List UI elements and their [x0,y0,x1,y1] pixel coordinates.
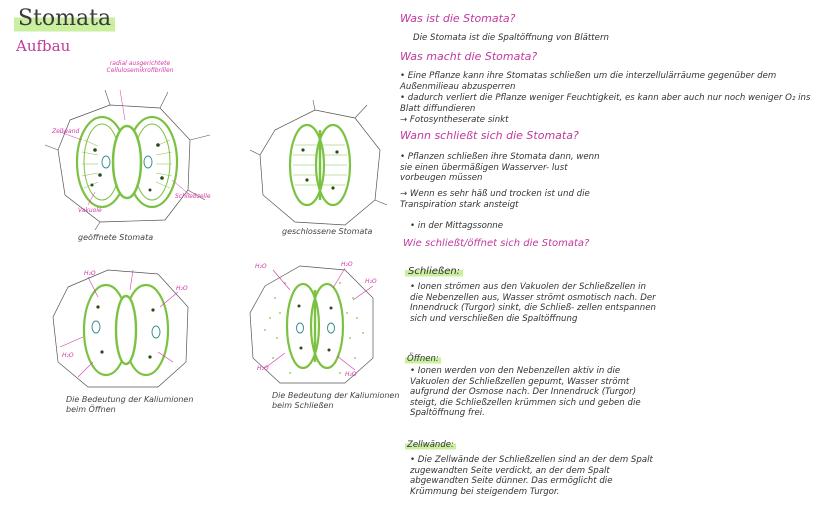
answer-when-1: • Pflanzen schließen ihre Stomata dann, … [400,152,610,184]
answer-when-3: • in der Mittagssonne [410,221,610,232]
answer-what-is: Die Stomata ist die Spaltöffnung von Blä… [413,33,813,44]
heading-schliessen: Schließen: [405,259,463,278]
svg-text:H₂O: H₂O [176,285,188,292]
text-schliessen: • Ionen strömen aus den Vakuolen der Sch… [410,282,656,324]
answer-what-does-2: • dadurch verliert die Pflanze weniger F… [400,93,818,114]
svg-text:H₂O: H₂O [62,352,74,359]
answer-what-does-3: → Fotosyntheserate sinkt [400,115,818,126]
text-zellwaende: • Die Zellwände der Schließzellen sind a… [410,455,656,497]
caption-open-stomata: geöffnete Stomata [78,233,153,243]
label-radial: radial ausgerichtete Cellulosemikrofibri… [95,60,185,74]
label-zellwand: Zellwand [52,128,79,135]
caption-k-opening: Die Bedeutung der Kaliumionen beim Öffne… [66,395,206,415]
svg-text:H₂O: H₂O [365,278,377,285]
caption-k-closing: Die Bedeutung der Kaliumionen beim Schli… [272,391,402,411]
answer-when-2: → Wenn es sehr häß und trocken ist und d… [400,189,610,210]
svg-text:H₂O: H₂O [255,263,267,270]
question-when: Wann schließt sich die Stomata? [400,129,579,143]
svg-text:H₂O: H₂O [257,365,269,372]
answer-what-does-1: • Eine Pflanze kann ihre Stomatas schlie… [400,71,818,92]
open-stomata-diagram [40,80,220,230]
k-opening-diagram: H₂O H₂O H₂O [48,262,198,392]
label-schliesszelle: Schließzelle [175,193,211,200]
question-what-is: Was ist die Stomata? [400,12,516,26]
page-title: Stomata [14,4,115,34]
k-closing-diagram: H₂O H₂O H₂O H₂O H₂O [245,258,380,388]
text-oeffnen: • Ionen werden von den Nebenzellen aktiv… [410,366,656,419]
svg-text:H₂O: H₂O [345,371,357,378]
closed-stomata-diagram [255,100,385,228]
caption-closed-stomata: geschlossene Stomata [282,227,372,237]
question-how: Wie schließt/öffnet sich die Stomata? [403,237,589,250]
heading-oeffnen: Öffnen: [405,346,441,365]
question-what-does: Was macht die Stomata? [400,50,537,64]
label-vakuole: Vakuole [78,207,102,214]
svg-text:H₂O: H₂O [341,261,353,268]
svg-text:H₂O: H₂O [84,270,96,277]
section-subtitle: Aufbau [16,37,70,55]
heading-zellwaende: Zellwände: [405,432,456,451]
